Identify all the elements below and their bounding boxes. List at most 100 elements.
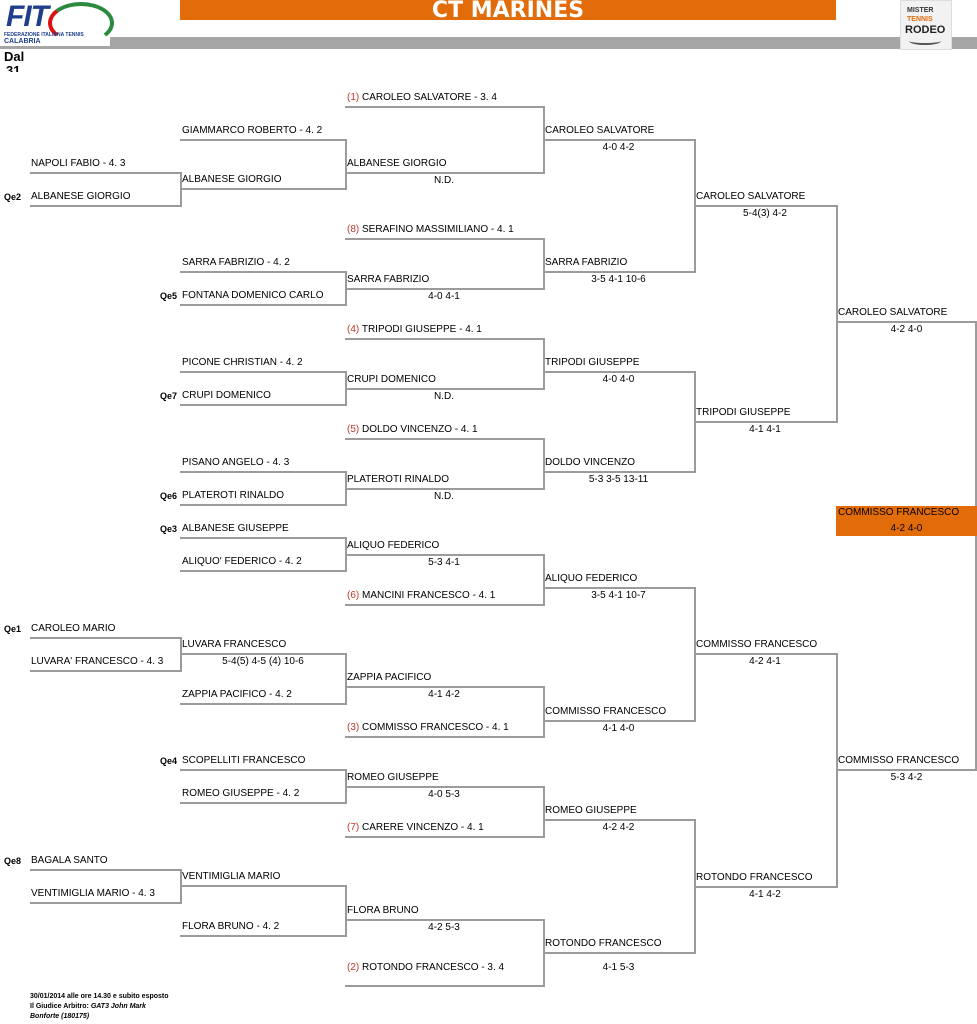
referee-name: GAT3 John Mark xyxy=(90,1003,146,1010)
bracket-line-horizontal xyxy=(180,504,345,506)
seed-number: (8) xyxy=(347,224,360,235)
bracket-line-horizontal xyxy=(180,537,345,539)
bracket-line-horizontal xyxy=(180,271,345,273)
seed-number: (7) xyxy=(347,822,360,833)
player-slot: ALBANESE GIORGIO xyxy=(31,191,131,202)
bracket-line-horizontal xyxy=(345,604,543,606)
bracket-line-horizontal xyxy=(180,471,345,473)
footer-line1: 30/01/2014 alle ore 14.30 e subito espos… xyxy=(30,993,169,1000)
bracket-line-horizontal xyxy=(180,703,345,705)
match-score: 4-1 4-2 xyxy=(428,689,460,700)
bracket-line-vertical xyxy=(345,271,347,306)
bracket-line-horizontal xyxy=(30,172,180,174)
player-slot: SARRA FABRIZIO xyxy=(347,274,430,285)
fit-region: CALABRIA xyxy=(4,38,41,45)
player-slot: LUVARA FRANCESCO xyxy=(182,639,287,650)
bracket-line-vertical xyxy=(345,371,347,406)
date-day: 31 xyxy=(6,63,21,72)
bracket-line-horizontal xyxy=(345,172,543,174)
bracket-line-horizontal xyxy=(694,421,836,423)
player-slot: DOLDO VINCENZO xyxy=(545,457,636,468)
player-slot: (4) TRIPODI GIUSEPPE - 4. 1 xyxy=(347,324,482,336)
player-slot: FONTANA DOMENICO CARLO xyxy=(182,290,324,301)
seed-number: (1) xyxy=(347,92,360,103)
bracket-line-vertical xyxy=(180,869,182,904)
player-slot: TRIPODI GIUSEPPE xyxy=(696,407,791,418)
match-score: 5-4(5) 4-5 (4) 10-6 xyxy=(222,656,304,667)
bracket-line-vertical xyxy=(543,919,545,987)
player-slot: CAROLEO SALVATORE xyxy=(838,307,948,318)
player-slot: COMMISSO FRANCESCO xyxy=(696,639,818,650)
footer-line3: Bonforte (180175) xyxy=(30,1012,89,1021)
seed-number: (2) xyxy=(347,962,360,973)
player-slot: (2) ROTONDO FRANCESCO - 3. 4 xyxy=(347,962,504,974)
player-slot: SARRA FABRIZIO - 4. 2 xyxy=(182,257,290,268)
bracket-line-horizontal xyxy=(30,637,180,639)
seed-number: (5) xyxy=(347,424,360,435)
player-slot: ALIQUO' FEDERICO - 4. 2 xyxy=(182,556,302,567)
match-score: 4-1 4-2 xyxy=(749,889,781,900)
winner-name: COMMISSO FRANCESCO xyxy=(838,507,960,518)
qualifier-label: Qe5 xyxy=(160,291,178,301)
bracket-line-horizontal xyxy=(543,271,694,273)
bracket-line-vertical xyxy=(345,537,347,572)
bracket-line-horizontal xyxy=(836,321,977,323)
qualifier-label: Qe2 xyxy=(4,192,22,202)
winner-box xyxy=(836,506,977,536)
qualifier-label: Qe7 xyxy=(160,391,178,401)
seed-number: (3) xyxy=(347,722,360,733)
player-slot: CRUPI DOMENICO xyxy=(182,390,271,401)
match-score: 5-3 4-1 xyxy=(428,557,460,568)
fit-logo-subtitle: FEDERAZIONE ITALIANA TENNIS xyxy=(4,32,84,38)
player-slot: VENTIMIGLIA MARIO - 4. 3 xyxy=(31,888,155,899)
bracket-line-horizontal xyxy=(180,653,345,655)
bracket-line-horizontal xyxy=(180,802,345,804)
bracket-line-vertical xyxy=(345,885,347,937)
qualifier-label: Qe6 xyxy=(160,491,178,501)
player-slot: TRIPODI GIUSEPPE xyxy=(545,357,640,368)
sponsor-line2: TENNIS xyxy=(907,16,933,23)
player-slot: ROTONDO FRANCESCO xyxy=(696,872,813,883)
player-slot: GIAMMARCO ROBERTO - 4. 2 xyxy=(182,125,323,136)
player-slot: ROMEO GIUSEPPE - 4. 2 xyxy=(182,788,300,799)
qualifier-label: Qe1 xyxy=(4,624,22,634)
bracket-line-horizontal xyxy=(180,935,345,937)
player-slot: (5) DOLDO VINCENZO - 4. 1 xyxy=(347,424,478,436)
match-score: 5-3 4-2 xyxy=(890,772,923,783)
bracket-line-horizontal xyxy=(180,371,345,373)
player-name: SERAFINO MASSIMILIANO - 4. 1 xyxy=(362,224,514,235)
player-slot: CAROLEO SALVATORE xyxy=(545,125,655,136)
player-slot: (7) CARERE VINCENZO - 4. 1 xyxy=(347,822,484,834)
bracket-line-horizontal xyxy=(345,554,543,556)
player-name: CAROLEO SALVATORE - 3. 4 xyxy=(362,92,497,103)
fit-logo-text: FIT xyxy=(6,0,49,33)
bracket-line-vertical xyxy=(543,338,545,390)
bracket-line-horizontal xyxy=(180,570,345,572)
match-score: N.D. xyxy=(434,391,454,402)
bracket-line-vertical xyxy=(836,205,838,423)
match-score: 3-5 4-1 10-7 xyxy=(591,590,646,601)
bracket-line-horizontal xyxy=(180,404,345,406)
bracket-line-horizontal xyxy=(345,106,543,108)
bull-horns-icon xyxy=(909,37,941,45)
seed-number: (4) xyxy=(347,324,360,335)
bracket-line-horizontal xyxy=(543,819,694,821)
bracket-line-horizontal xyxy=(345,836,543,838)
bracket-line-horizontal xyxy=(694,205,836,207)
bracket-line-horizontal xyxy=(345,388,543,390)
bracket-line-vertical xyxy=(543,686,545,738)
match-score: 4-1 5-3 xyxy=(602,962,635,973)
bracket-line-vertical xyxy=(345,769,347,804)
qualifier-label: Qe4 xyxy=(160,756,178,766)
date-prefix: Dal xyxy=(4,49,25,64)
match-score: 4-1 4-0 xyxy=(602,723,635,734)
bracket-line-horizontal xyxy=(543,371,694,373)
match-score: 5-4(3) 4-2 xyxy=(743,208,787,219)
player-slot: FLORA BRUNO - 4. 2 xyxy=(182,921,280,932)
bracket-line-horizontal xyxy=(345,686,543,688)
player-slot: PICONE CHRISTIAN - 4. 2 xyxy=(182,357,303,368)
player-slot: LUVARA' FRANCESCO - 4. 3 xyxy=(31,656,164,667)
bracket-line-horizontal xyxy=(180,139,345,141)
player-slot: (3) COMMISSO FRANCESCO - 4. 1 xyxy=(347,722,509,734)
